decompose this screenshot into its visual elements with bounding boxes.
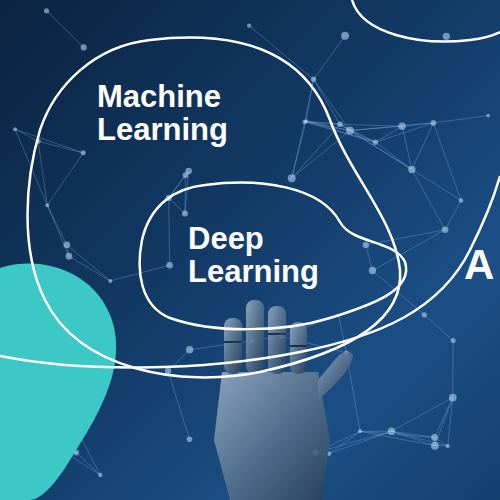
network-node xyxy=(302,120,307,125)
network-link xyxy=(306,121,340,124)
network-link xyxy=(433,116,488,123)
network-node xyxy=(408,166,415,173)
network-link xyxy=(329,431,360,453)
network-node xyxy=(45,203,49,207)
network-node xyxy=(186,346,193,353)
network-link xyxy=(329,431,392,453)
network-link xyxy=(190,341,253,350)
network-link xyxy=(47,205,69,256)
network-node xyxy=(337,121,343,127)
network-node xyxy=(247,24,251,28)
network-link xyxy=(340,124,375,142)
network-node xyxy=(388,428,395,435)
network-node xyxy=(431,442,439,450)
network-node xyxy=(183,172,189,178)
network-link xyxy=(169,198,185,214)
network-node xyxy=(44,8,49,13)
network-link xyxy=(168,371,189,439)
network-node xyxy=(182,210,188,216)
network-link xyxy=(445,200,461,229)
network-link xyxy=(46,11,83,48)
network-link xyxy=(15,129,38,141)
network-node xyxy=(398,122,405,129)
network-node xyxy=(446,444,450,448)
network-link xyxy=(76,452,100,474)
top-region-outline xyxy=(352,0,500,41)
network-link xyxy=(375,142,412,169)
network-node xyxy=(422,312,427,317)
region-blob: Machine LearningDeep Learning xyxy=(25,35,405,385)
network-link xyxy=(372,230,445,271)
network-node xyxy=(81,44,87,50)
network-node xyxy=(373,140,378,145)
network-link xyxy=(412,169,445,229)
network-node xyxy=(311,77,316,82)
network-node xyxy=(369,267,376,274)
network-link xyxy=(391,398,452,432)
teal-blob xyxy=(0,264,116,500)
network-node xyxy=(108,279,112,283)
network-node xyxy=(451,338,456,343)
network-node xyxy=(341,32,349,40)
network-node xyxy=(66,253,73,260)
network-node xyxy=(431,120,437,126)
network-link xyxy=(169,175,186,198)
network-link xyxy=(412,123,434,170)
network-link xyxy=(47,153,83,205)
network-node xyxy=(165,368,171,374)
network-node xyxy=(486,114,490,118)
blob-path xyxy=(140,183,407,330)
network-node xyxy=(358,429,362,433)
network-node xyxy=(443,33,450,40)
network-link xyxy=(168,198,170,265)
network-node xyxy=(431,434,438,441)
network-link xyxy=(452,340,453,397)
network-link xyxy=(433,123,461,201)
network-node xyxy=(98,473,102,477)
network-node xyxy=(13,127,17,131)
network-node xyxy=(459,198,464,203)
network-link xyxy=(38,141,83,153)
network-node xyxy=(449,394,457,402)
network-link xyxy=(412,169,461,200)
network-link xyxy=(314,79,340,124)
network-link xyxy=(184,175,185,213)
region-blob: Deep Learning xyxy=(135,180,410,335)
network-link xyxy=(391,431,434,445)
network-link xyxy=(15,129,83,153)
network-link xyxy=(366,245,373,271)
network-link xyxy=(391,431,434,437)
network-link xyxy=(314,36,346,79)
network-node xyxy=(442,226,449,233)
network-link xyxy=(424,315,453,341)
network-link xyxy=(375,123,433,142)
network-node xyxy=(63,241,70,248)
region-label: A xyxy=(464,244,494,286)
network-node xyxy=(346,127,354,135)
region-title: Machine Learning xyxy=(97,80,262,147)
network-link xyxy=(292,124,340,178)
region-title: Deep Learning xyxy=(188,222,358,289)
network-node xyxy=(187,436,193,442)
network-link xyxy=(47,205,67,245)
network-link xyxy=(340,124,402,126)
network-node xyxy=(81,150,86,155)
network-link xyxy=(249,26,313,80)
network-link xyxy=(306,121,375,142)
network-node xyxy=(166,262,173,269)
network-node xyxy=(304,119,308,123)
network-node xyxy=(288,174,296,182)
network-node xyxy=(363,242,369,248)
network-link xyxy=(292,131,350,179)
